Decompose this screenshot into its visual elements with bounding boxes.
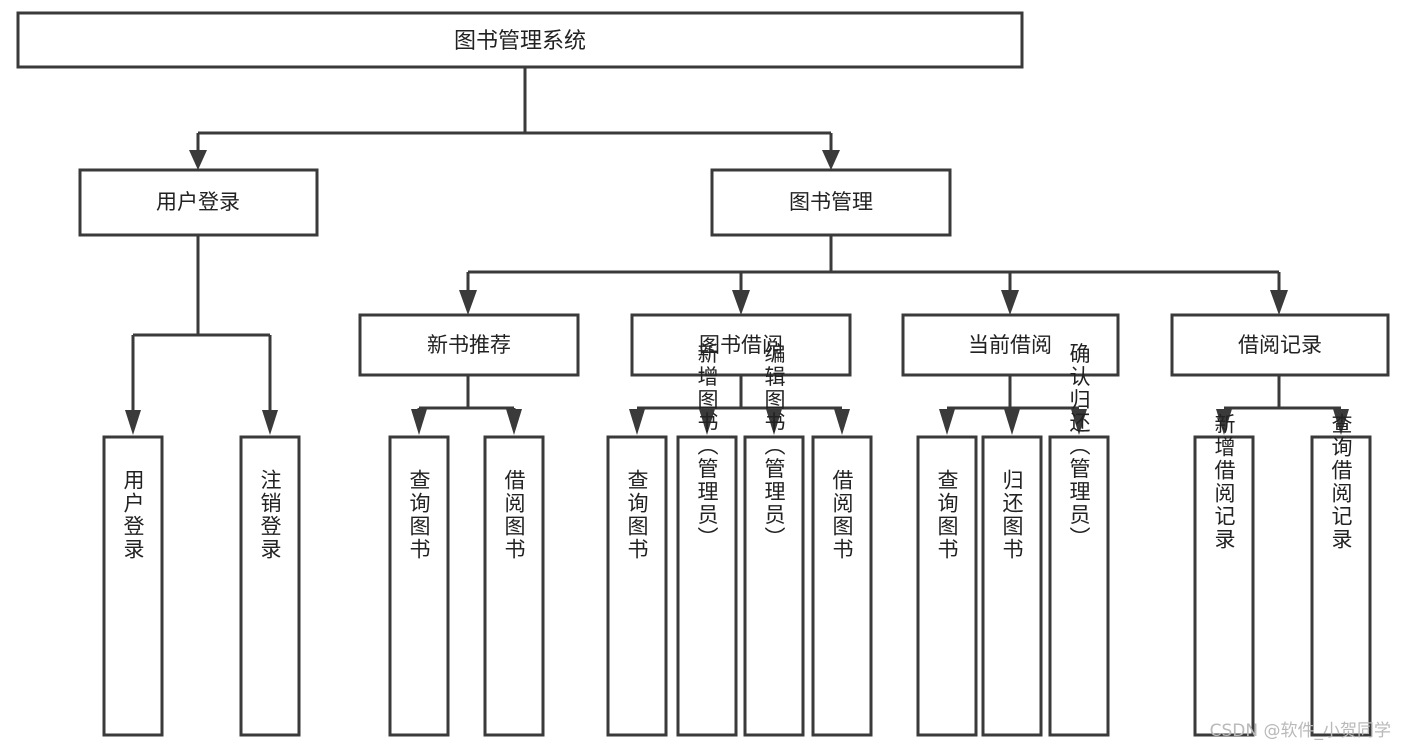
- node-book-borrow-box[interactable]: [630, 313, 852, 377]
- leaf-borrow-record-2[interactable]: 查询借阅记录: [1310, 413, 1372, 737]
- leaf-current-borrow-3-box[interactable]: [1048, 435, 1110, 737]
- node-root-label: 图书管理系统: [454, 29, 586, 54]
- arrow-head-new-book-leaf-1: [411, 409, 427, 435]
- leaf-book-borrow-4-label: 借阅图书: [830, 469, 854, 561]
- arrow-head-to-user-login: [189, 150, 207, 170]
- arrow-head-to-borrow-record: [1270, 290, 1288, 315]
- leaf-current-borrow-2[interactable]: 归还图书: [981, 435, 1043, 737]
- node-book-management-label: 图书管理: [789, 190, 873, 214]
- leaf-new-book-2[interactable]: 借阅图书: [483, 435, 545, 737]
- arrow-head-current-borrow-leaf-2: [1004, 409, 1020, 435]
- node-user-login-box[interactable]: [78, 168, 319, 237]
- arrow-head-current-borrow-leaf-1: [939, 409, 955, 435]
- arrow-head-book-borrow-leaf-2: [699, 409, 715, 435]
- arrow-head-to-book-mgmt: [822, 150, 840, 170]
- leaf-user-login-2[interactable]: 注销登录: [239, 435, 301, 737]
- arrow-head-user-login-leaf-1: [125, 410, 141, 435]
- leaf-book-borrow-3-box[interactable]: [743, 435, 805, 737]
- arrow-head-borrow-record-leaf-2: [1333, 409, 1349, 435]
- node-new-book-recommend-label: 新书推荐: [427, 333, 511, 357]
- leaf-user-login-1[interactable]: 用户登录: [102, 435, 164, 737]
- node-current-borrow-box[interactable]: [901, 313, 1120, 377]
- leaf-borrow-record-1[interactable]: 新增借阅记录: [1193, 413, 1255, 737]
- node-book-management[interactable]: 图书管理: [710, 168, 952, 237]
- leaf-new-book-1[interactable]: 查询图书: [388, 435, 450, 737]
- leaf-borrow-record-1-box[interactable]: [1193, 435, 1255, 737]
- node-current-borrow[interactable]: 当前借阅: [901, 313, 1120, 377]
- leaf-book-borrow-4-box[interactable]: [811, 435, 873, 737]
- node-new-book-recommend-box[interactable]: [358, 313, 580, 377]
- arrow-head-to-new-book: [459, 290, 477, 315]
- leaf-borrow-record-2-box[interactable]: [1310, 435, 1372, 737]
- node-root-box[interactable]: [16, 11, 1024, 69]
- leaf-book-borrow-4[interactable]: 借阅图书: [811, 435, 873, 737]
- leaf-new-book-2-box[interactable]: [483, 435, 545, 737]
- arrow-head-new-book-leaf-2: [506, 409, 522, 435]
- connector-layer: [125, 67, 1349, 435]
- leaf-borrow-record-1-label: 新增借阅记录: [1212, 413, 1236, 551]
- leaf-book-borrow-3-label: 编辑图书（管理员）: [762, 343, 786, 550]
- arrow-head-to-book-borrow: [732, 290, 750, 315]
- node-borrow-record-label: 借阅记录: [1238, 333, 1322, 357]
- leaf-current-borrow-1-box[interactable]: [916, 435, 978, 737]
- leaf-current-borrow-2-box[interactable]: [981, 435, 1043, 737]
- leaf-book-borrow-1-label: 查询图书: [625, 469, 649, 561]
- leaf-current-borrow-3-label: 确认归还（管理员）: [1067, 343, 1091, 550]
- leaf-new-book-1-box[interactable]: [388, 435, 450, 737]
- leaf-current-borrow-1-label: 查询图书: [935, 469, 959, 561]
- leaf-book-borrow-2[interactable]: 新增图书（管理员）: [676, 343, 738, 737]
- arrow-head-borrow-record-leaf-1: [1216, 409, 1232, 435]
- leaf-user-login-1-box[interactable]: [102, 435, 164, 737]
- arrow-head-book-borrow-leaf-4: [834, 409, 850, 435]
- arrow-head-to-current-borrow: [1001, 290, 1019, 315]
- node-root[interactable]: 图书管理系统: [16, 11, 1024, 69]
- leaf-user-login-1-label: 用户登录: [121, 469, 145, 561]
- leaf-book-borrow-3[interactable]: 编辑图书（管理员）: [743, 343, 805, 737]
- node-borrow-record-box[interactable]: [1170, 313, 1390, 377]
- node-new-book-recommend[interactable]: 新书推荐: [358, 313, 580, 377]
- leaf-book-borrow-2-label: 新增图书（管理员）: [695, 343, 719, 550]
- leaf-current-borrow-1[interactable]: 查询图书: [916, 435, 978, 737]
- node-book-borrow-label: 图书借阅: [699, 333, 783, 357]
- arrow-head-book-borrow-leaf-1: [629, 409, 645, 435]
- leaf-current-borrow-3[interactable]: 确认归还（管理员）: [1048, 343, 1110, 737]
- watermark-label: CSDN @软件_小贺同学: [1209, 721, 1391, 741]
- leaf-new-book-2-label: 借阅图书: [502, 469, 526, 561]
- node-book-management-box[interactable]: [710, 168, 952, 237]
- leaf-user-login-2-label: 注销登录: [258, 469, 282, 561]
- node-user-login[interactable]: 用户登录: [78, 168, 319, 237]
- leaf-book-borrow-1[interactable]: 查询图书: [606, 435, 668, 737]
- arrow-head-current-borrow-leaf-3: [1071, 409, 1087, 435]
- leaf-current-borrow-2-label: 归还图书: [1000, 469, 1024, 561]
- leaf-user-login-2-box[interactable]: [239, 435, 301, 737]
- arrow-head-book-borrow-leaf-3: [766, 409, 782, 435]
- node-current-borrow-label: 当前借阅: [968, 333, 1052, 357]
- leaf-book-borrow-2-box[interactable]: [676, 435, 738, 737]
- leaf-new-book-1-label: 查询图书: [407, 469, 431, 561]
- leaf-borrow-record-2-label: 查询借阅记录: [1329, 413, 1353, 551]
- node-borrow-record[interactable]: 借阅记录: [1170, 313, 1390, 377]
- node-user-login-label: 用户登录: [156, 190, 240, 214]
- leaf-book-borrow-1-box[interactable]: [606, 435, 668, 737]
- node-book-borrow[interactable]: 图书借阅: [630, 313, 852, 377]
- arrow-head-user-login-leaf-2: [262, 410, 278, 435]
